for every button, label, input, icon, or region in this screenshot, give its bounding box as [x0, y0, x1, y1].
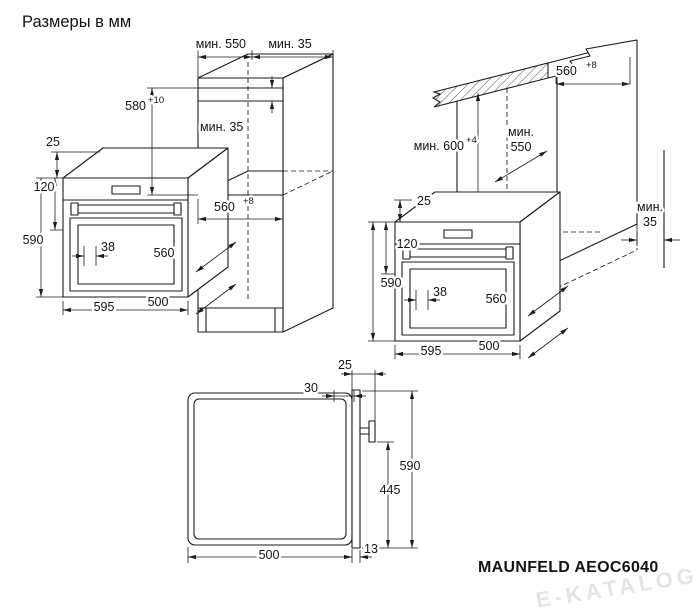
dim-niche-height-tol: +10: [148, 95, 164, 106]
dim-side-handle-height: 445: [380, 483, 401, 497]
dim-oven-body-depth: 560: [154, 246, 175, 260]
side-handle-stem: [359, 427, 370, 435]
side-view-dimensions: 25 30 590 445 500 13: [187, 356, 423, 565]
oven-right-handle: [402, 248, 514, 258]
oven-right: [394, 191, 561, 342]
dim-base-depth-label: мин.: [508, 125, 534, 139]
dim-oven-height: 590: [23, 233, 44, 247]
body-depth-dim-line: [195, 241, 237, 273]
dim-oven-panel-offset: 25: [46, 135, 60, 149]
base-cabinet-dimensions: 560 +8 мин. 600 +4 мин. 550 мин. 35: [411, 57, 680, 262]
side-panel: [556, 39, 638, 263]
dim-oven-door-gap: 38: [101, 240, 115, 254]
oven-left-front-face: [62, 177, 189, 298]
dim-oven-panel-offset: 25: [417, 194, 431, 208]
depth-dim-line: [527, 327, 569, 359]
dim-niche-height: 580: [125, 99, 146, 113]
dim-oven-handle-offset: 120: [397, 237, 418, 251]
dim-oven-handle-offset: 120: [34, 180, 55, 194]
extension-lines: [333, 370, 376, 421]
dim-base-niche-height: мин. 600: [414, 139, 464, 153]
extension-lines: [147, 87, 198, 196]
dim-niche-width: 560: [214, 200, 235, 214]
oven-side-view: [187, 389, 376, 549]
oven-right-handle-cap: [505, 246, 514, 260]
dim-tall-depth-min: мин. 550: [196, 37, 246, 51]
dim-rear-clearance-value: 35: [643, 215, 657, 229]
page-title: Размеры в мм: [22, 13, 131, 31]
dim-oven-width: 595: [421, 344, 442, 358]
side-body-inner: [193, 398, 347, 540]
dim-side-depth: 500: [259, 548, 280, 562]
dim-base-depth-value: 550: [511, 140, 532, 154]
extension-lines: [62, 301, 189, 315]
extension-lines: [394, 345, 521, 359]
extension-lines: [368, 199, 412, 342]
dim-tall-top-clearance: мин. 35: [268, 37, 311, 51]
dim-base-niche-width: 560: [556, 64, 577, 78]
oven-left-handle-cap: [173, 202, 182, 216]
oven-left-handle: [70, 204, 182, 214]
dim-side-door-offset: 13: [364, 542, 378, 556]
tall-cabinet-niche-dimensions: 580 +10 мин. 35 560 +8: [123, 76, 284, 224]
side-body-outer: [187, 392, 353, 546]
side-door: [351, 389, 361, 549]
extension-lines: [362, 390, 418, 549]
dim-oven-depth: 500: [148, 295, 169, 309]
dim-oven-body-depth: 560: [486, 292, 507, 306]
body-depth-dim-line: [527, 285, 569, 317]
dim-oven-door-gap: 38: [433, 285, 447, 299]
dim-rear-clearance-label: мин.: [637, 200, 663, 214]
worktop-section: [431, 62, 549, 108]
oven-right-handle-cap: [402, 246, 411, 260]
tall-cabinet-right-face: [282, 53, 334, 333]
tall-cabinet-hidden-edges: [247, 62, 334, 300]
side-handle-bar: [368, 420, 376, 443]
dim-side-height: 590: [400, 459, 421, 473]
niche-depth-dim-line: [494, 150, 548, 183]
dim-oven-height: 590: [381, 276, 402, 290]
oven-left-display: [111, 185, 141, 195]
dim-oven-depth: 500: [479, 339, 500, 353]
dim-shelf-gap-min: мин. 35: [200, 120, 243, 134]
oven-left-handle-cap: [70, 202, 79, 216]
dim-niche-width-tol: +8: [243, 196, 254, 207]
oven-right-door: [401, 261, 515, 336]
oven-right-display: [443, 229, 473, 239]
oven-right-dimensions: 25 120 590 38 560 595 500: [368, 192, 569, 361]
depth-dim-line: [195, 283, 237, 315]
dim-base-niche-width-tol: +8: [586, 60, 597, 71]
dim-oven-width: 595: [94, 300, 115, 314]
model-name: MAUNFELD AEOC6040: [478, 559, 659, 576]
dim-base-niche-height-tol: +4: [466, 135, 477, 146]
dim-side-top-clearance: 30: [304, 381, 318, 395]
oven-left-dimensions: 25 120 590 38 560 595 500: [20, 133, 237, 317]
tall-cabinet-top-dimensions: мин. 550 мин. 35: [193, 35, 334, 78]
dim-side-handle-clearance: 25: [338, 358, 352, 372]
oven-left: [62, 147, 229, 298]
oven-left-door: [69, 217, 183, 292]
extension-lines: [36, 151, 100, 298]
